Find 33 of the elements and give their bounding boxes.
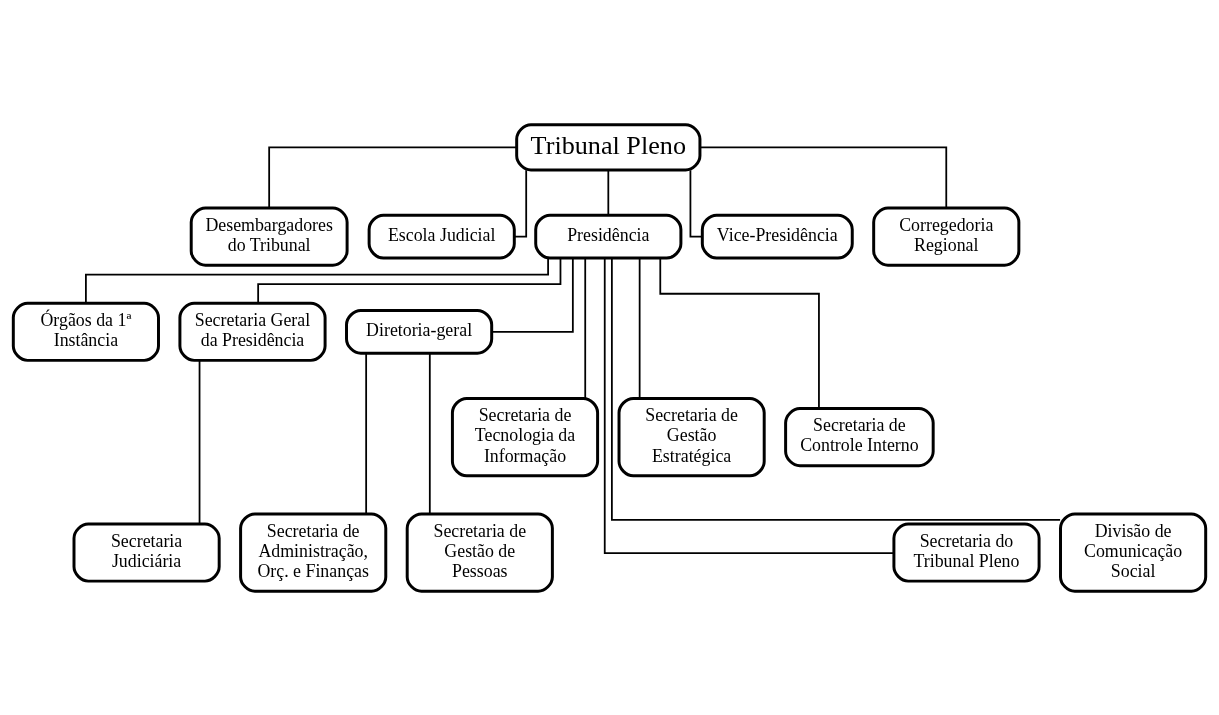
connector [607,168,610,216]
connector [584,256,587,399]
connector [638,256,641,399]
node-box: Corregedoria Regional [872,206,1021,267]
connector [689,168,704,237]
connector [513,168,528,237]
connector [85,256,549,304]
node-box: Secretaria de Gestão Estratégica [617,396,766,477]
node-box: Secretaria de Administração, Orç. e Finanças [239,511,388,593]
node-box: Órgãos da 1ª Instância [11,301,160,362]
connector [257,256,562,304]
node-box: Escola Judicial [367,213,516,260]
node-box: Divisão de Comunicação Social [1059,511,1208,593]
node-box: Presidência [534,213,683,260]
connector [365,352,368,514]
connector [198,359,201,525]
node-box: Secretaria de Gestão de Pessoas [405,511,554,593]
node-box: Secretaria Judiciária [72,522,221,583]
node-box: Vice-Presidência [700,213,854,260]
node-box: Secretaria Geral da Presidência [178,301,327,362]
node-box: Secretaria do Tribunal Pleno [892,522,1041,583]
node-box: Diretoria-geral [345,308,494,355]
connector [428,352,431,514]
node-box: Desembargadores do Tribunal [189,206,349,267]
connector [699,145,948,209]
connector [268,145,518,209]
connector [603,256,895,554]
connector [659,256,820,409]
node-box: Secretaria de Controle Interno [784,406,935,467]
connector [611,256,1061,521]
node-box: Secretaria de Tecnologia da Informação [450,396,600,477]
node-box: Tribunal Pleno [515,122,702,171]
connector [491,256,574,333]
